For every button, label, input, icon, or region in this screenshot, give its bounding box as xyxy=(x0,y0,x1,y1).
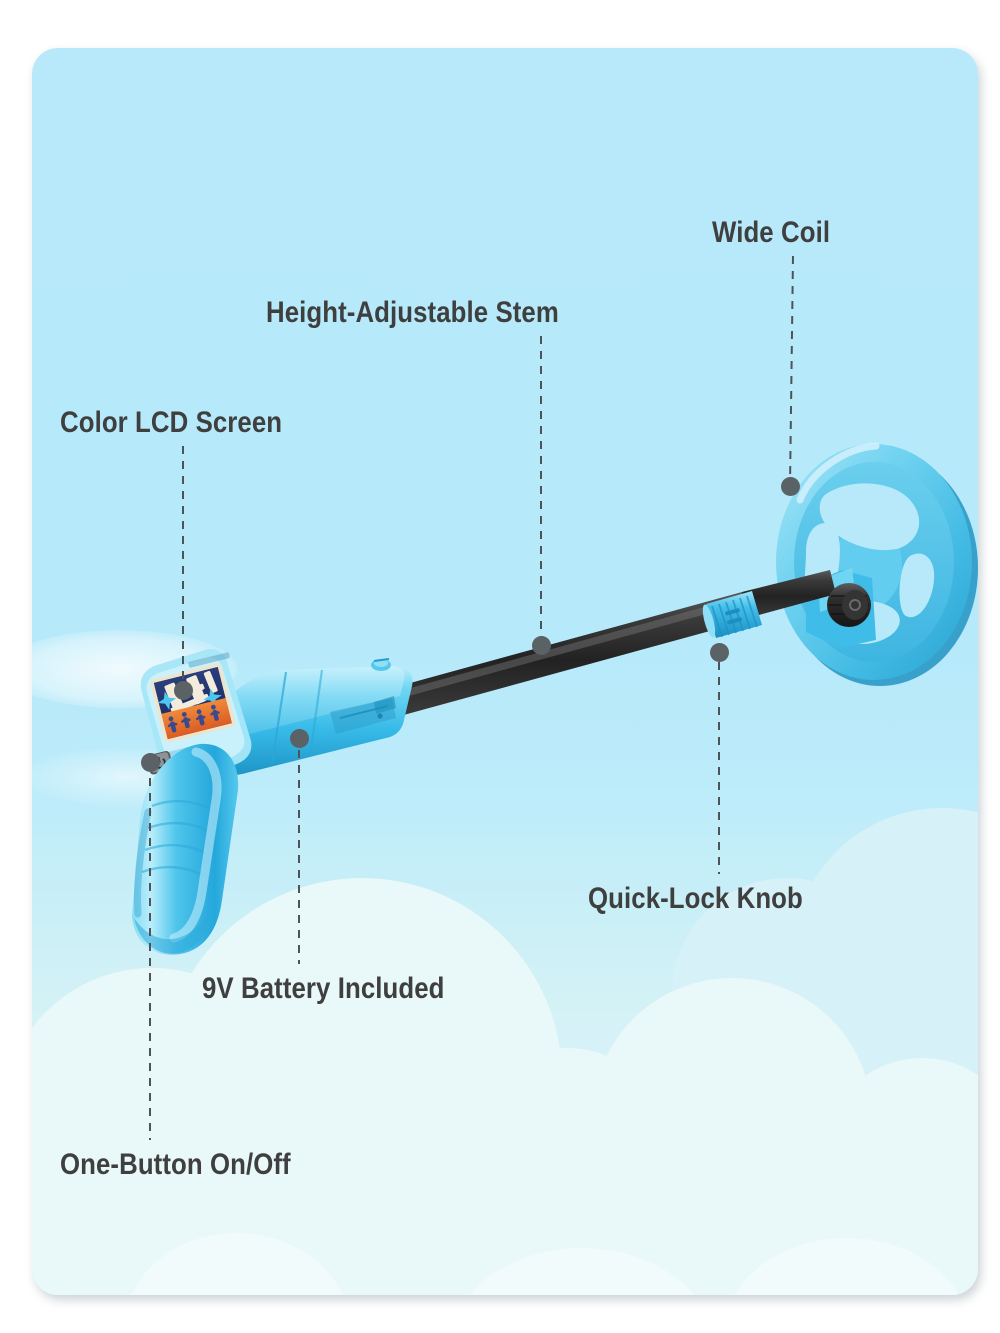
cloud-background xyxy=(32,48,978,1295)
screen-figures xyxy=(167,704,220,733)
dot-height-stem xyxy=(532,636,551,655)
quick-lock-knob[interactable] xyxy=(700,591,762,639)
dot-battery xyxy=(290,729,309,748)
screen-sparkle xyxy=(157,688,222,710)
dot-quick-lock xyxy=(710,643,729,662)
search-coil xyxy=(776,442,978,686)
callout-label-height-stem: Height-Adjustable Stem xyxy=(266,296,559,329)
dot-lcd-screen xyxy=(174,681,193,700)
pistol-grip-handle xyxy=(132,743,239,955)
callout-label-wide-coil: Wide Coil xyxy=(712,216,831,249)
callout-label-quick-lock: Quick-Lock Knob xyxy=(588,882,803,915)
telescoping-shaft xyxy=(392,570,836,716)
metal-detector-illustration xyxy=(132,442,978,955)
dot-power-button xyxy=(141,753,160,772)
coil-cutout-right xyxy=(899,553,935,618)
infographic-card xyxy=(32,48,978,1295)
dot-wide-coil xyxy=(781,477,800,496)
callout-label-lcd-screen: Color LCD Screen xyxy=(60,406,283,439)
coil-cutout-top xyxy=(819,483,920,551)
callout-label-power-button: One-Button On/Off xyxy=(60,1148,291,1181)
coil-attach-knob[interactable] xyxy=(827,583,871,627)
color-lcd-screen[interactable] xyxy=(150,663,236,743)
callout-label-battery: 9V Battery Included xyxy=(202,972,445,1005)
